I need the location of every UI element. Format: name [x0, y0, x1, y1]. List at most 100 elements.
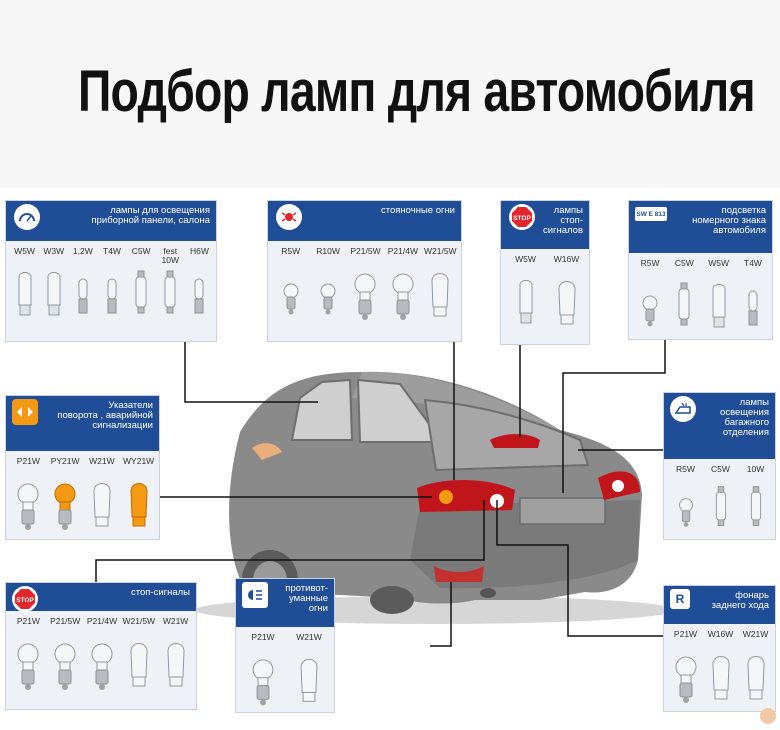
bulb-c5w: C5W	[667, 259, 701, 337]
bulb-w5w: W5W	[505, 255, 546, 342]
bulb-name: W21W	[162, 616, 189, 626]
panel-label: лампы освещения багажного отделения	[720, 397, 769, 438]
title-band	[0, 0, 780, 188]
exhaust-pipe	[480, 588, 496, 598]
bulb-c5w: C5W	[127, 247, 156, 339]
panel-label: лампы для освещения приборной панели, са…	[91, 205, 211, 226]
bulb-icon	[300, 658, 318, 702]
connector-brake	[95, 500, 485, 582]
bulb-icon	[252, 659, 274, 706]
bulb-name: W5W	[708, 258, 730, 268]
bulb-name: P21/5W	[350, 246, 381, 256]
bulb-icon	[107, 278, 117, 314]
stop-sign-icon: STOP	[12, 586, 38, 612]
bulb-icon	[748, 290, 758, 326]
bulb-name: P21/5W	[50, 616, 81, 626]
bulb-icon	[167, 643, 185, 687]
bulb-name: 1,2W	[72, 246, 93, 256]
connector-plate	[562, 340, 666, 493]
side-window-front	[290, 378, 354, 441]
bulb-icon	[91, 643, 113, 690]
bulb-w21w: W21W	[286, 633, 332, 710]
bulb-py21w: PY21W	[47, 457, 84, 537]
bulb-p21-4w: P21/4W	[84, 617, 121, 707]
bulb-name: W5W	[515, 254, 536, 264]
bulb-name: R5W	[281, 246, 301, 256]
bulb-name: R10W	[316, 246, 340, 256]
bulb-name: W21/5W	[122, 616, 156, 626]
panel-header	[6, 201, 216, 241]
bulb-fest-10w: fest 10W	[156, 247, 185, 339]
bulb-name: P21W	[673, 629, 698, 639]
connector-reverse	[496, 500, 663, 637]
bulb-icon	[320, 283, 336, 315]
bulb-icon	[47, 272, 61, 316]
parking-light-icon	[276, 204, 302, 230]
right-lamp-dot	[612, 480, 624, 492]
bulb-name: W16W	[553, 254, 580, 264]
trunk-light-icon	[670, 396, 696, 422]
bulb-w3w: W3W	[39, 247, 68, 339]
bulb-wy21w: WY21W	[120, 457, 157, 537]
bulb-name: C5W	[711, 464, 730, 474]
bulb-icon	[164, 270, 176, 314]
fog-light-icon	[242, 582, 268, 608]
bulb-name: 10W	[746, 464, 765, 474]
bulb-icon	[711, 656, 730, 700]
bulb-w5w: W5W	[10, 247, 39, 339]
bulb-icon	[519, 280, 532, 324]
bulb-icon	[675, 656, 696, 703]
bulb-name: W21W	[296, 632, 322, 642]
bulb-icon	[283, 283, 299, 315]
bulb-row: P21W W21W	[236, 633, 334, 710]
watermark-avatar-icon	[760, 708, 776, 724]
license-plate-icon: SW E 813	[635, 207, 667, 221]
bulb-row: W5W W16W	[501, 255, 589, 342]
bulb-w21-5w: W21/5W	[422, 247, 459, 339]
bulb-w21-5w: W21/5W	[120, 617, 157, 707]
bulb-icon	[17, 483, 39, 530]
bulb-icon	[746, 656, 765, 700]
panel-label: лампы стоп-сигналов	[542, 205, 583, 236]
reverse-light-icon: R	[670, 589, 690, 609]
bulb-name: T4W	[743, 258, 762, 268]
bulb-name: C5W	[674, 258, 694, 268]
panel-label: Указатели поворота , аварийной сигнализа…	[57, 400, 153, 431]
page-title: Подбор ламп для автомобиля	[78, 59, 756, 124]
bulb-icon	[557, 281, 576, 325]
turn-lamp-dot	[439, 490, 453, 504]
left-tail-light	[417, 479, 515, 512]
panel-label: фонарь заднего хода	[711, 590, 769, 611]
bulb-w5w: W5W	[702, 259, 736, 337]
bulb-p21-5w: P21/5W	[47, 617, 84, 707]
third-brake-light	[490, 434, 540, 448]
bulb-name: H6W	[189, 246, 209, 256]
dashboard-light-icon	[14, 204, 40, 230]
bulb-w21w: W21W	[738, 630, 773, 709]
bulb-1-2w: 1,2W	[68, 247, 97, 339]
bulb-p21w: P21W	[240, 633, 286, 710]
bulb-name: P21W	[16, 456, 40, 466]
bulb-icon	[18, 272, 32, 316]
bulb-name: P21/4W	[387, 246, 418, 256]
bulb-icon	[431, 273, 449, 317]
bulb-icon	[78, 278, 88, 314]
turn-signal-icon	[12, 399, 38, 425]
bulb-icon	[642, 295, 658, 327]
bulb-icon	[354, 273, 376, 320]
bulb-name: P21W	[251, 632, 275, 642]
bulb-icon	[678, 282, 690, 326]
rear-fog-light	[434, 566, 484, 582]
bulb-name: fest 10W	[161, 246, 180, 265]
bulb-name: W21W	[89, 456, 115, 466]
panel-label: стоп-сигналы	[130, 587, 190, 598]
bulb-name: P21/4W	[86, 616, 118, 626]
bulb-icon	[392, 273, 414, 320]
